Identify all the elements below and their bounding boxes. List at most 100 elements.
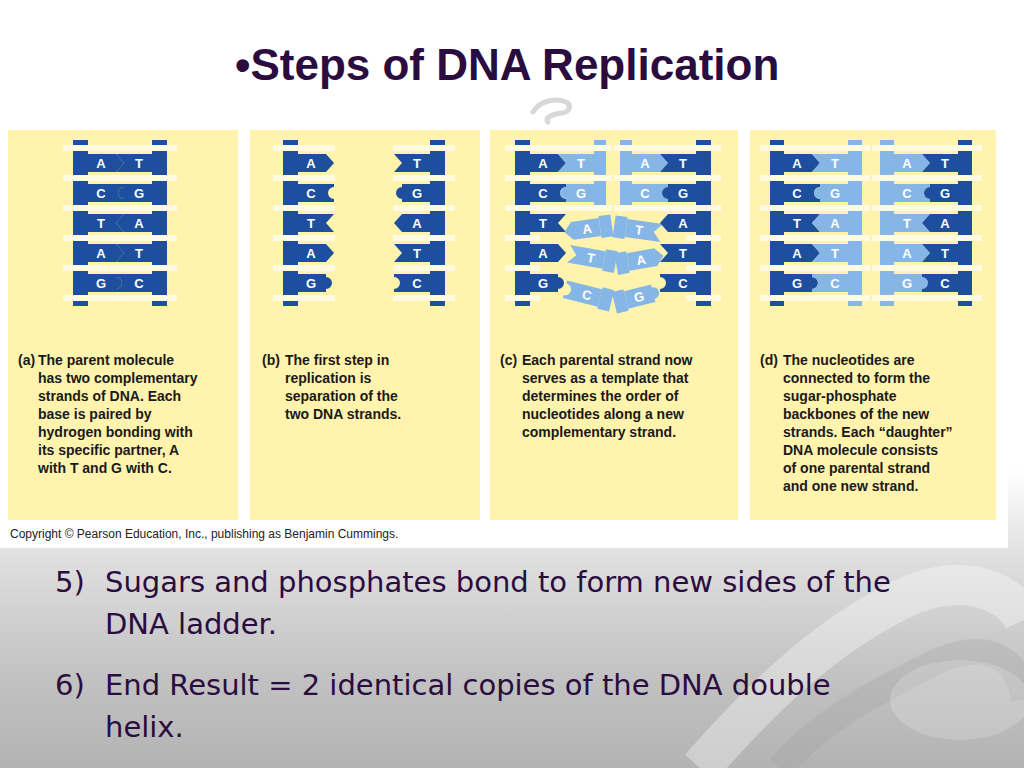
base-letter: T [135, 157, 143, 170]
nucleotide-sugar [602, 249, 618, 273]
new-base-piece [624, 283, 661, 309]
sugar-rung [63, 175, 177, 181]
sugar-rung [614, 205, 721, 211]
base-piece [784, 154, 820, 172]
base-letter: C [306, 187, 315, 200]
base-piece [922, 244, 958, 262]
sugar-rung [273, 235, 335, 241]
new-base-piece [632, 184, 668, 202]
sugar-rung [614, 175, 721, 181]
base-letter: G [306, 277, 316, 290]
base-piece [784, 244, 820, 262]
sugar-rung [393, 145, 455, 151]
base-piece [784, 184, 820, 202]
panel-caption: Each parental strand now serves as a tem… [522, 351, 712, 441]
new-base-piece [563, 218, 601, 241]
sugar-rung [505, 295, 540, 301]
panel-caption: The first step in replication is separat… [285, 351, 413, 423]
helix-shadow [890, 660, 1024, 740]
base-letter: A [96, 247, 105, 260]
sugar-rung [505, 205, 612, 211]
base-letter: A [640, 157, 649, 170]
sugar-rung [505, 235, 540, 241]
base-letter: A [96, 157, 105, 170]
sugar-rung [63, 235, 177, 241]
base-piece [394, 154, 430, 172]
base-letter: T [413, 157, 421, 170]
base-letter: T [793, 217, 801, 230]
base-letter: A [902, 247, 911, 260]
base-letter: G [902, 277, 912, 290]
new-base-piece [812, 154, 848, 172]
base-letter: A [134, 217, 143, 230]
base-letter: G [830, 187, 840, 200]
new-backbone [594, 140, 606, 208]
sugar-rung [872, 145, 982, 151]
sugar-rung [872, 235, 982, 241]
base-letter: A [635, 252, 647, 266]
nucleotide-sugar [614, 251, 630, 275]
nucleotide-sugar [612, 289, 629, 313]
sugar-rung [760, 205, 870, 211]
new-backbone [880, 140, 894, 306]
base-letter: A [940, 217, 949, 230]
new-backbone [848, 140, 862, 306]
base-piece [922, 154, 958, 172]
figure-panel: (b)The first step in replication is sepa… [250, 130, 480, 520]
free-nucleotide [614, 245, 665, 275]
free-nucleotide [563, 214, 614, 242]
figure-panel: (c)Each parental strand now serves as a … [490, 130, 738, 520]
new-base-piece [560, 184, 594, 202]
sugar-rung [760, 295, 870, 301]
base-letter: G [538, 277, 548, 290]
base-letter: A [306, 247, 315, 260]
base-letter: A [902, 157, 911, 170]
base-piece [298, 184, 334, 202]
sugar-rung [760, 175, 870, 181]
new-base-piece [894, 274, 928, 292]
base-letter: G [940, 187, 950, 200]
sugar-rung [63, 265, 177, 271]
base-piece [530, 154, 566, 172]
nucleotide-sugar [613, 215, 628, 238]
new-base-piece [894, 244, 930, 262]
base-letter: C [792, 187, 801, 200]
sugar-rung [686, 265, 721, 271]
base-piece [922, 274, 958, 292]
backbone [696, 140, 711, 306]
panel-caption: The nucleotides are connected to form th… [783, 351, 954, 495]
sugar-rung [872, 265, 982, 271]
sugar-rung [686, 235, 721, 241]
sugar-rung [614, 145, 721, 151]
sugar-rung [273, 205, 335, 211]
sugar-rung [505, 175, 612, 181]
base-piece [922, 214, 958, 232]
backbone [958, 140, 972, 306]
panel-letter: (d) [760, 351, 778, 369]
base-piece [924, 184, 958, 202]
new-base-piece [894, 184, 930, 202]
base-letter: A [792, 157, 801, 170]
sugar-rung [686, 295, 721, 301]
base-letter: G [792, 277, 802, 290]
base-letter: A [830, 217, 839, 230]
new-base-piece [567, 245, 606, 269]
panel-caption: The parent molecule has two complementar… [38, 351, 200, 477]
base-piece [88, 214, 124, 232]
step-text: End Result = 2 identical copies of the D… [105, 664, 905, 748]
base-piece [88, 184, 124, 202]
sugar-rung [393, 205, 455, 211]
sugar-rung [872, 175, 982, 181]
base-piece [660, 274, 696, 292]
backbone [152, 140, 167, 306]
base-letter: T [97, 217, 105, 230]
base-piece [88, 274, 122, 292]
free-nucleotide [613, 215, 664, 243]
base-letter: A [538, 157, 547, 170]
base-letter: G [96, 277, 106, 290]
new-base-piece [625, 219, 663, 242]
base-piece [118, 184, 152, 202]
base-piece [784, 274, 818, 292]
